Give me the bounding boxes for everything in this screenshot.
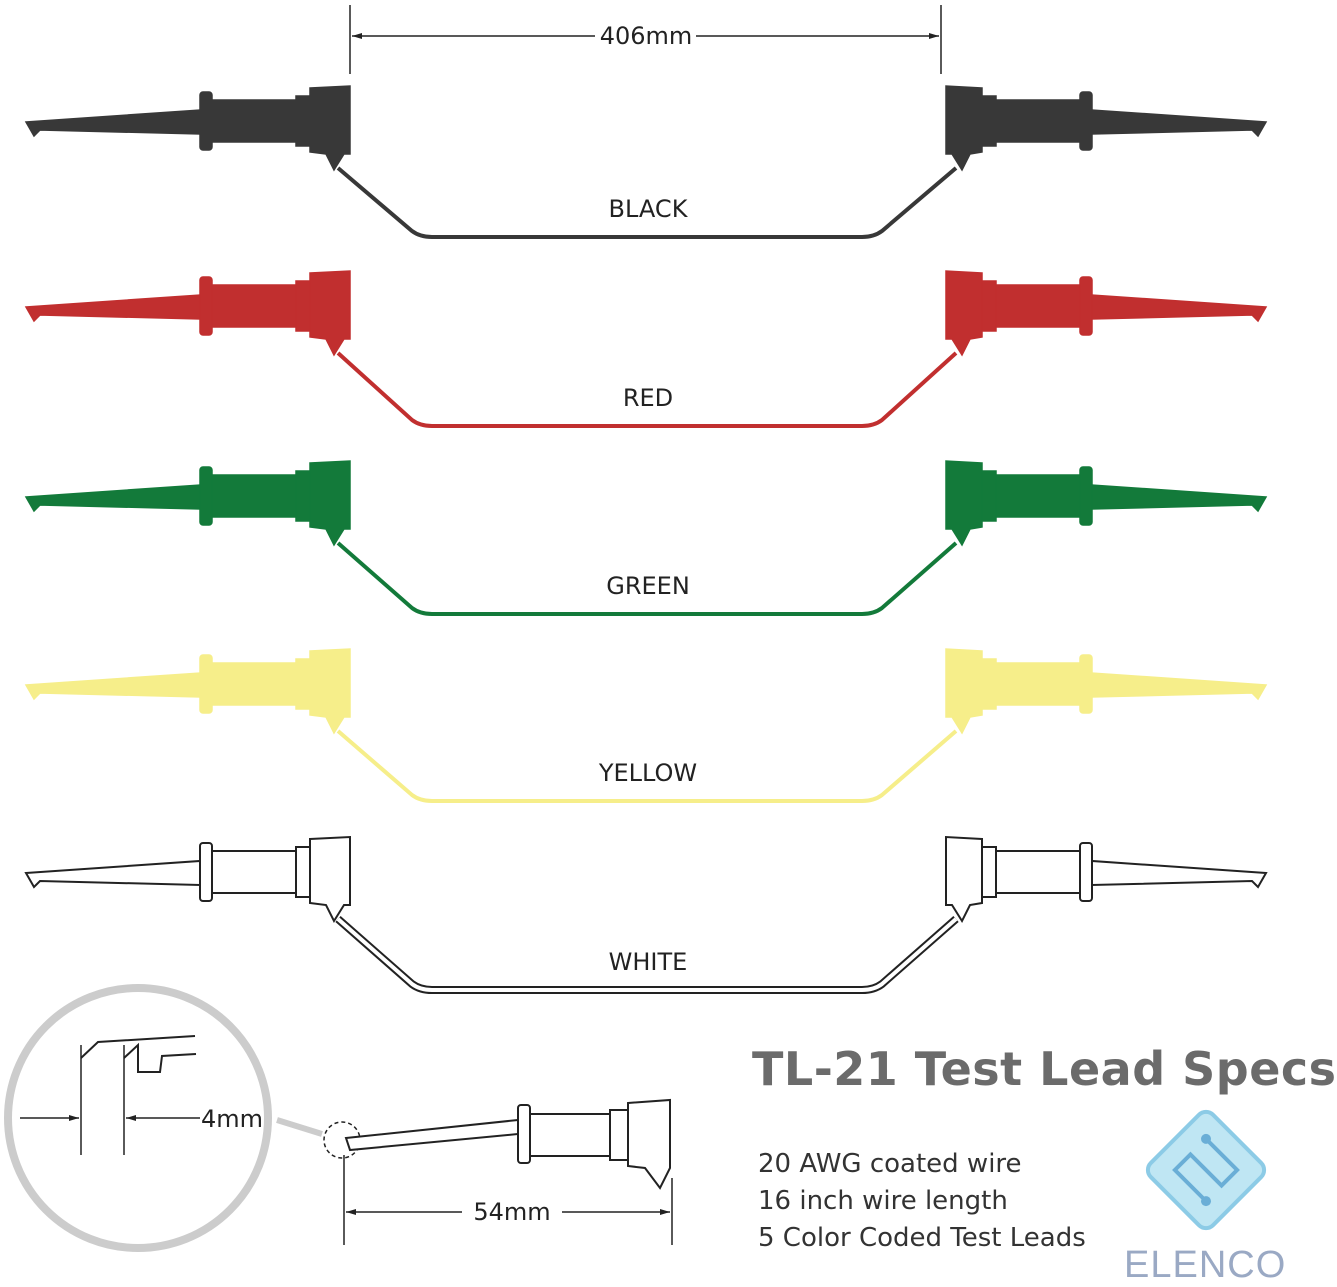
clip-detail: [323, 1098, 673, 1245]
spec-title: TL-21 Test Lead Specs: [752, 1042, 1337, 1096]
test-lead-red: RED: [24, 270, 1268, 428]
lead-label: BLACK: [609, 195, 689, 223]
spec-item: 5 Color Coded Test Leads: [758, 1223, 1086, 1253]
tip-detail-zoom: 4mm: [4, 984, 272, 1252]
top-dimension-label: 406mm: [600, 22, 693, 50]
spec-list: 20 AWG coated wire 16 inch wire length 5…: [758, 1146, 1086, 1257]
brand-name: ELENCO: [1124, 1244, 1287, 1286]
right-clip: [945, 835, 1268, 924]
lead-label: GREEN: [606, 572, 690, 600]
wire: [336, 351, 958, 428]
wire: [336, 729, 958, 803]
lead-label: YELLOW: [598, 759, 697, 787]
right-clip: [945, 648, 1268, 735]
test-lead-green: GREEN: [24, 460, 1268, 616]
right-clip: [945, 85, 1268, 172]
left-clip: [24, 85, 351, 172]
left-clip: [24, 460, 351, 547]
left-clip: [24, 270, 351, 357]
spec-item: 16 inch wire length: [758, 1186, 1008, 1216]
test-lead-black: BLACK: [24, 85, 1268, 239]
test-lead-white: WHITE: [24, 835, 1268, 994]
tip-gap-label: 4mm: [201, 1105, 263, 1133]
spec-item: 20 AWG coated wire: [758, 1149, 1022, 1179]
lead-label: WHITE: [609, 948, 688, 976]
left-clip: [24, 835, 351, 924]
test-lead-yellow: YELLOW: [24, 648, 1268, 803]
zoom-connector: [276, 1117, 323, 1137]
lead-label: RED: [623, 384, 673, 412]
right-clip: [945, 460, 1268, 547]
left-clip: [24, 648, 351, 735]
right-clip: [945, 270, 1268, 357]
test-lead-diagram: 406mm BLACK RED GREEN YELLOW WHITE 4mm 54mm: [4, 5, 1268, 1252]
circuit-logo-icon: [1145, 1109, 1267, 1231]
wire: [336, 166, 958, 239]
clip-length-label: 54mm: [473, 1198, 550, 1226]
lead-list: BLACK RED GREEN YELLOW WHITE: [24, 85, 1268, 994]
top-dimension: 406mm: [349, 5, 942, 74]
wire: [336, 541, 958, 616]
